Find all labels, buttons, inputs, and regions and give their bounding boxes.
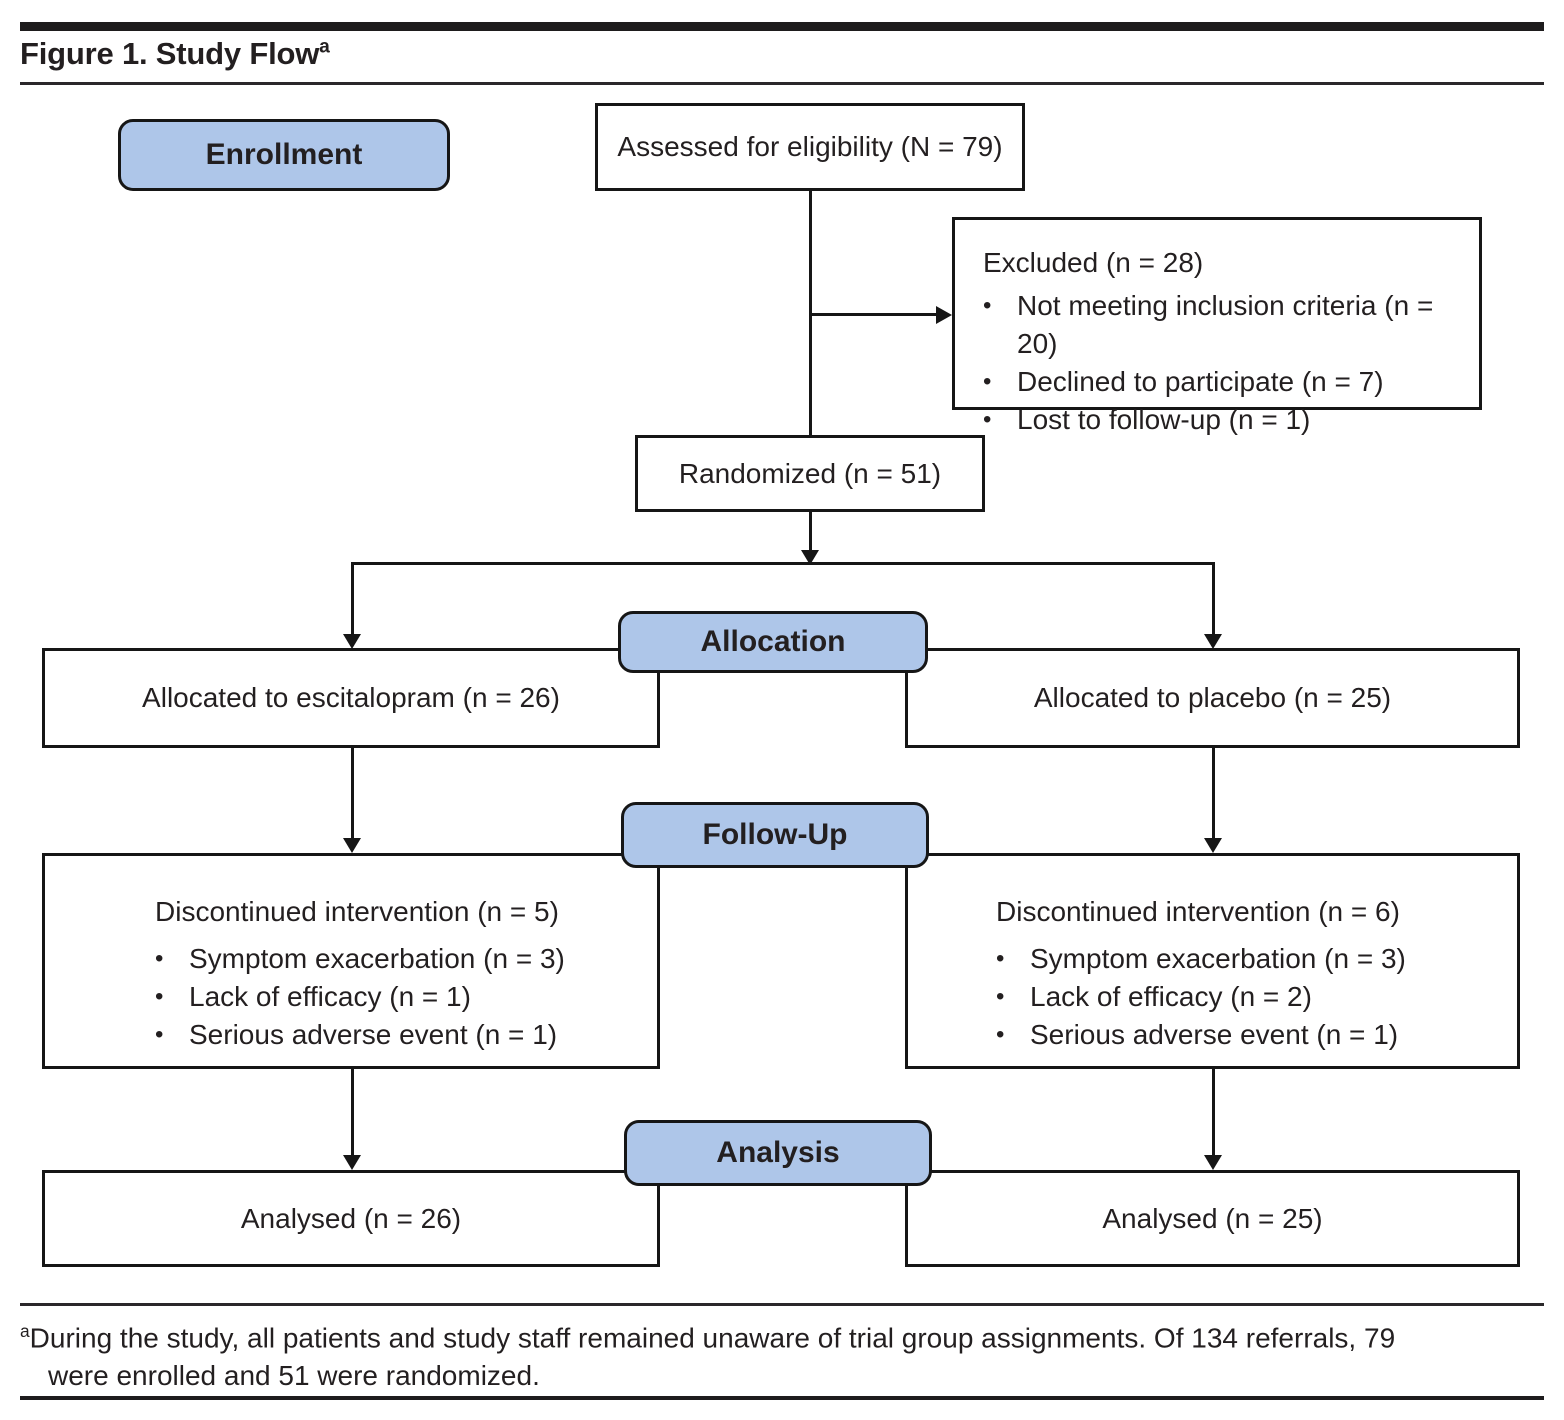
analysed-placebo-box: Analysed (n = 25) [905,1170,1520,1267]
arrowhead-discontinued-placebo [1204,838,1222,853]
bottom-rule [20,1396,1544,1400]
bullet-marker: • [155,945,164,972]
discontinued-item-text: Serious adverse event (n = 1) [189,1019,558,1050]
analysis-stage-label: Analysis [716,1136,840,1169]
top-rule [20,22,1544,31]
connector-assessed-to-randomized [809,191,812,435]
arrowhead-allocated-escitalopram [343,634,361,649]
discontinued-placebo-content: Discontinued intervention (n = 6) • Symp… [908,856,1517,1054]
discontinued-escitalopram-title: Discontinued intervention (n = 5) [155,896,559,927]
connector-split-to-placebo [1212,562,1215,634]
discontinued-escitalopram-content: Discontinued intervention (n = 5) • Symp… [45,856,657,1054]
footnote: aDuring the study, all patients and stud… [20,1312,1560,1395]
arrowhead-split [801,550,819,565]
analysed-placebo-text: Analysed (n = 25) [1102,1202,1323,1234]
excluded-item-text: Lost to follow-up (n = 1) [1017,404,1311,435]
followup-stage-label: Follow-Up [702,818,848,851]
list-item: • Serious adverse event (n = 1) [996,1016,1507,1054]
list-item: • Symptom exacerbation (n = 3) [155,940,647,978]
allocated-placebo-text: Allocated to placebo (n = 25) [1033,682,1392,713]
list-item: • Declined to participate (n = 7) [983,363,1469,401]
bullet-marker: • [983,406,992,433]
discontinued-item-text: Symptom exacerbation (n = 3) [189,943,565,974]
list-item: • Lack of efficacy (n = 2) [996,978,1507,1016]
arrowhead-analysed-escitalopram [343,1155,361,1170]
followup-stage-pill: Follow-Up [621,802,929,868]
arrowhead-analysed-placebo [1204,1155,1222,1170]
bullet-marker: • [996,983,1005,1010]
figure-title-superscript: a [319,36,330,58]
bullet-marker: • [155,1021,164,1048]
split-line [351,562,1215,565]
allocated-escitalopram-text: Allocated to escitalopram (n = 26) [142,682,560,713]
bullet-marker: • [983,368,992,395]
discontinued-item-text: Lack of efficacy (n = 1) [189,981,471,1012]
assessed-text: Assessed for eligibility (N = 79) [617,131,1003,162]
excluded-box: Excluded (n = 28) • Not meeting inclusio… [952,217,1482,435]
assessed-box: Assessed for eligibility (N = 79) [595,103,1025,191]
enrollment-stage-pill: Enrollment [118,119,450,191]
excluded-content: Excluded (n = 28) • Not meeting inclusio… [955,220,1479,439]
list-item: • Not meeting inclusion criteria (n = 20… [983,287,1469,363]
arrowhead-discontinued-escitalopram [343,838,361,853]
connector-escitalopram-to-followup [351,748,354,838]
analysis-stage-pill: Analysis [624,1120,932,1186]
footnote-line: were enrolled and 51 were randomized. [48,1360,540,1392]
discontinued-placebo-title: Discontinued intervention (n = 6) [996,896,1400,927]
connector-placebo-to-analysis [1212,1069,1215,1155]
discontinued-placebo-box: Discontinued intervention (n = 6) • Symp… [905,853,1520,1069]
discontinued-item-text: Lack of efficacy (n = 2) [1030,981,1312,1012]
bullet-marker: • [983,292,992,319]
title-rule [20,82,1544,85]
randomized-box: Randomized (n = 51) [635,435,985,512]
figure-title-text: Figure 1. Study Flow [20,36,320,71]
allocation-stage-pill: Allocation [618,611,928,673]
arrowhead-allocated-placebo [1204,634,1222,649]
discontinued-item-text: Serious adverse event (n = 1) [1030,1019,1399,1050]
allocated-placebo-box: Allocated to placebo (n = 25) [905,648,1520,748]
list-item: • Lost to follow-up (n = 1) [983,401,1469,439]
connector-escitalopram-to-analysis [351,1069,354,1155]
randomized-text: Randomized (n = 51) [678,457,942,489]
analysed-escitalopram-box: Analysed (n = 26) [42,1170,660,1267]
allocation-stage-label: Allocation [700,625,846,658]
bullet-marker: • [155,983,164,1010]
footnote-rule [20,1303,1544,1306]
connector-excluded-branch [811,313,936,316]
footnote-marker: a [20,1321,30,1341]
bullet-marker: • [996,945,1005,972]
enrollment-stage-label: Enrollment [205,138,363,171]
list-item: • Lack of efficacy (n = 1) [155,978,647,1016]
excluded-title: Excluded (n = 28) [983,247,1204,278]
list-item: • Serious adverse event (n = 1) [155,1016,647,1054]
arrowhead-excluded [936,306,952,324]
connector-split-to-escitalopram [351,562,354,634]
footnote-text: During the study, all patients and study… [29,1322,1396,1354]
excluded-item-text: Declined to participate (n = 7) [1017,366,1384,397]
list-item: • Symptom exacerbation (n = 3) [996,940,1507,978]
discontinued-escitalopram-box: Discontinued intervention (n = 5) • Symp… [42,853,660,1069]
allocated-escitalopram-box: Allocated to escitalopram (n = 26) [42,648,660,748]
bullet-marker: • [996,1021,1005,1048]
analysed-escitalopram-text: Analysed (n = 26) [240,1202,462,1234]
connector-randomized-to-split [809,512,812,550]
excluded-item-text: Not meeting inclusion criteria (n = 20) [1017,290,1434,359]
figure-title: Figure 1. Study Flowa [20,36,330,72]
discontinued-item-text: Symptom exacerbation (n = 3) [1030,943,1406,974]
footnote-line: aDuring the study, all patients and stud… [20,1312,1560,1357]
connector-placebo-to-followup [1212,748,1215,838]
